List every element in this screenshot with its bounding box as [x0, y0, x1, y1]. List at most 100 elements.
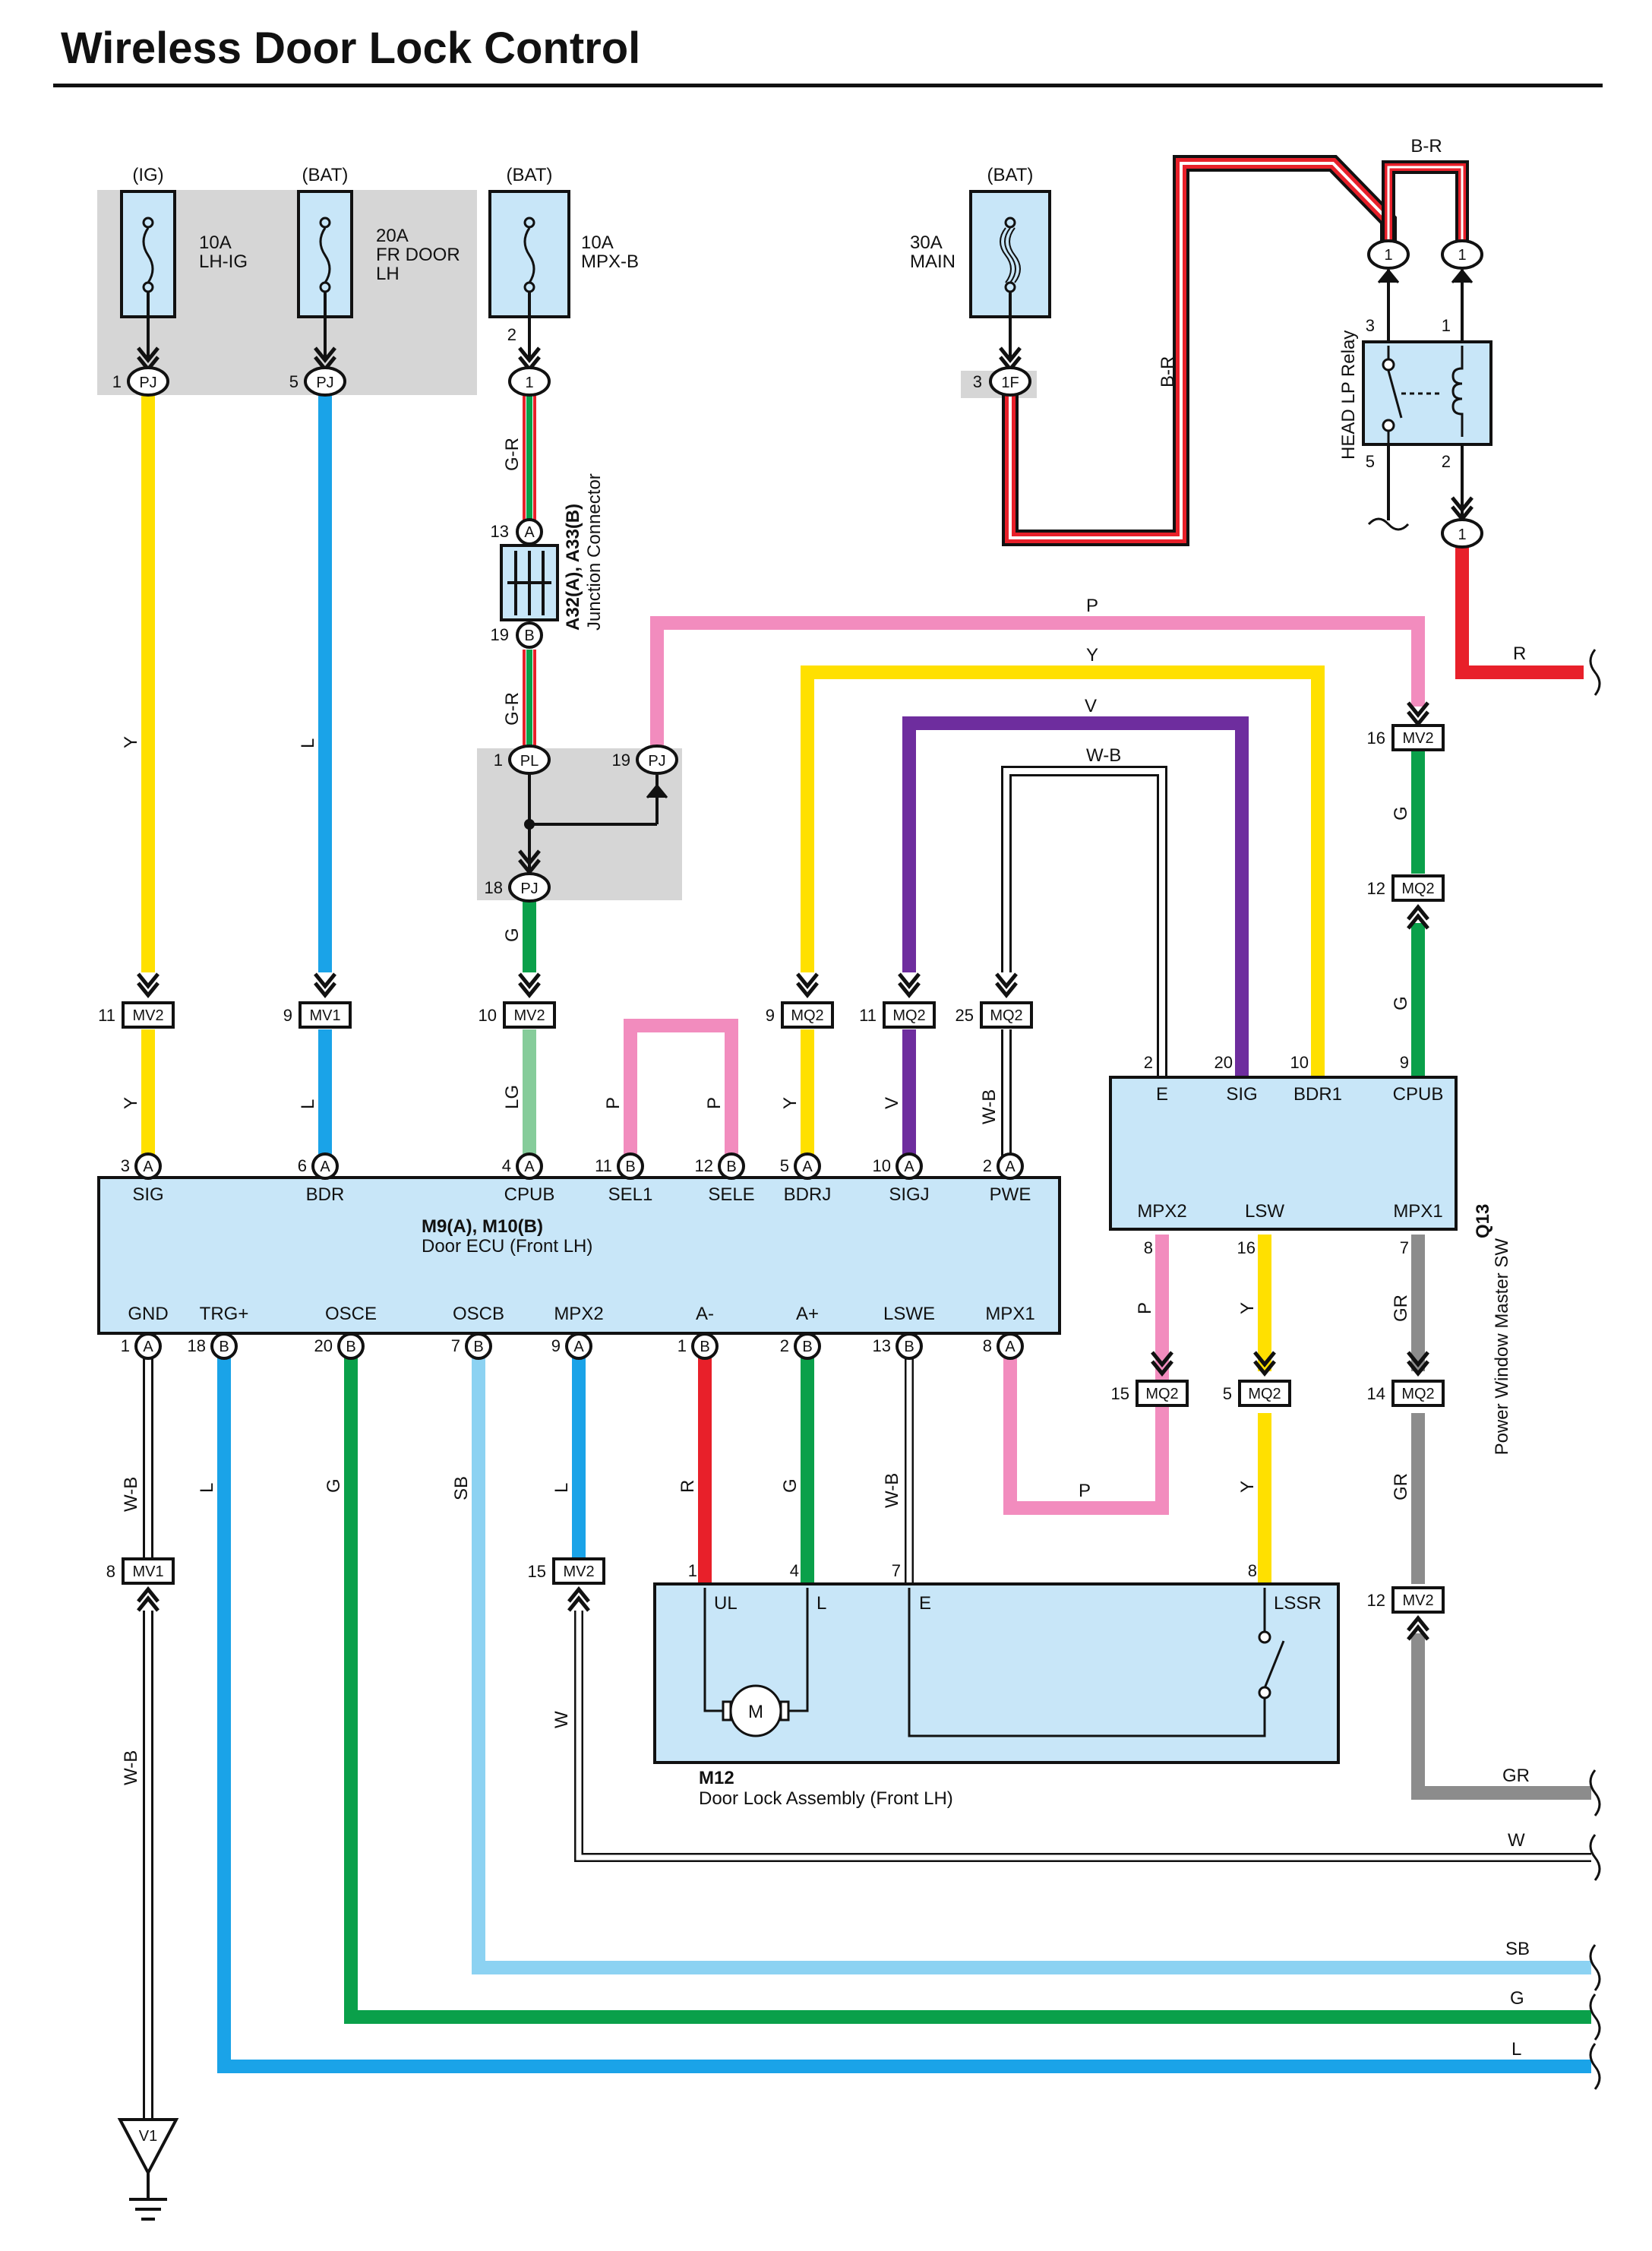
svg-text:B: B: [726, 1159, 736, 1175]
svg-text:MV2: MV2: [132, 1007, 163, 1024]
svg-text:L: L: [551, 1483, 572, 1493]
svg-text:1: 1: [112, 372, 122, 391]
svg-text:LH-IG: LH-IG: [199, 251, 248, 272]
svg-text:B: B: [700, 1339, 709, 1355]
svg-text:L: L: [197, 1483, 217, 1493]
svg-text:SEL1: SEL1: [608, 1184, 653, 1205]
svg-text:16: 16: [1367, 729, 1385, 748]
svg-text:1: 1: [1384, 247, 1392, 264]
svg-text:HEAD LP Relay: HEAD LP Relay: [1338, 330, 1359, 460]
svg-text:10: 10: [873, 1156, 891, 1175]
svg-text:5: 5: [1223, 1384, 1232, 1403]
svg-text:SB: SB: [451, 1476, 472, 1500]
svg-text:20: 20: [1215, 1053, 1233, 1072]
svg-text:E: E: [919, 1593, 931, 1614]
svg-text:L: L: [298, 738, 318, 748]
page-title: Wireless Door Lock Control: [61, 24, 641, 73]
svg-text:1: 1: [525, 375, 533, 391]
svg-text:LH: LH: [376, 264, 400, 284]
svg-text:25: 25: [956, 1006, 974, 1025]
svg-text:1: 1: [1458, 526, 1466, 543]
svg-text:2: 2: [507, 325, 516, 344]
svg-text:G: G: [324, 1478, 344, 1493]
svg-text:8: 8: [106, 1562, 115, 1581]
svg-text:Power Window Master SW: Power Window Master SW: [1492, 1238, 1512, 1456]
ecu-pin-a: A-B1: [678, 1304, 719, 1360]
svg-text:10: 10: [1290, 1053, 1309, 1072]
svg-text:A32(A), A33(B): A32(A), A33(B): [563, 504, 583, 631]
svg-text:FR DOOR: FR DOOR: [376, 245, 460, 265]
pwsw-pin-mpx2: MPX2 8: [1137, 1201, 1186, 1257]
svg-text:G: G: [780, 1478, 801, 1493]
svg-text:MQ2: MQ2: [892, 1007, 925, 1024]
junction-connector: A 13 B 19 A32(A), A33(B) Junction Connec…: [491, 473, 605, 649]
svg-text:12: 12: [1367, 879, 1385, 898]
svg-text:A: A: [143, 1159, 153, 1175]
svg-text:MQ2: MQ2: [1401, 880, 1434, 897]
svg-text:B-R: B-R: [1410, 136, 1442, 156]
svg-text:1: 1: [1442, 316, 1451, 335]
svg-text:(BAT): (BAT): [507, 165, 553, 185]
svg-text:1F: 1F: [1001, 375, 1019, 391]
svg-text:MPX1: MPX1: [985, 1304, 1034, 1324]
svg-text:7: 7: [451, 1336, 460, 1355]
svg-text:A+: A+: [796, 1304, 819, 1324]
svg-text:G: G: [502, 928, 523, 942]
svg-text:11: 11: [595, 1156, 612, 1175]
svg-text:V: V: [882, 1097, 902, 1109]
svg-text:UL: UL: [714, 1593, 738, 1614]
svg-text:GR: GR: [1391, 1295, 1411, 1322]
svg-text:W-B: W-B: [1086, 745, 1121, 766]
svg-text:SIGJ: SIGJ: [889, 1184, 929, 1205]
svg-text:P: P: [1086, 596, 1098, 616]
svg-text:MV2: MV2: [563, 1563, 594, 1580]
ecu-bottom-pins: GNDA1TRG+B18OSCEB20OSCBB7MPX2A9A-B1A+B2L…: [121, 1304, 1035, 1360]
svg-text:9: 9: [283, 1006, 292, 1025]
svg-text:L: L: [817, 1593, 826, 1614]
fuse-main: (BAT) 30A MAIN: [910, 165, 1051, 357]
svg-text:Door ECU (Front LH): Door ECU (Front LH): [422, 1236, 592, 1257]
svg-text:18: 18: [485, 878, 503, 897]
svg-text:GR: GR: [1391, 1473, 1411, 1500]
svg-text:B: B: [219, 1339, 229, 1355]
svg-text:4: 4: [790, 1561, 799, 1580]
wire-color-labels: Y L G-R G-R G Y L LG P P Y V W-B P Y V W…: [121, 438, 1530, 2060]
svg-text:TRG+: TRG+: [200, 1304, 249, 1324]
svg-text:12: 12: [1367, 1591, 1385, 1610]
svg-text:L: L: [1511, 2039, 1521, 2060]
svg-text:MQ2: MQ2: [791, 1007, 823, 1024]
svg-text:5: 5: [1366, 452, 1375, 471]
svg-text:MPX2: MPX2: [1137, 1201, 1186, 1222]
svg-text:B: B: [473, 1339, 483, 1355]
svg-text:PL: PL: [520, 753, 539, 770]
svg-text:13: 13: [491, 522, 509, 541]
svg-text:B: B: [802, 1339, 812, 1355]
svg-text:W-B: W-B: [979, 1089, 1000, 1124]
svg-text:3: 3: [1366, 316, 1375, 335]
svg-text:19: 19: [612, 751, 630, 770]
svg-text:LSW: LSW: [1245, 1201, 1284, 1222]
svg-text:1: 1: [494, 751, 503, 770]
svg-text:GR: GR: [1502, 1766, 1530, 1786]
ecu-top-pins: A3SIGA6BDRA4CPUBB11SEL1B12SELEA5BDRJA10S…: [121, 1152, 1031, 1205]
svg-text:8: 8: [1144, 1238, 1153, 1257]
power-window-master-switch: Q13 Power Window Master SW: [1109, 1076, 1512, 1456]
ecu-pin-a: A+ B2: [780, 1304, 821, 1360]
svg-text:W-B: W-B: [882, 1473, 902, 1508]
svg-text:Junction Connector: Junction Connector: [584, 473, 605, 631]
svg-text:2: 2: [780, 1336, 789, 1355]
svg-text:2: 2: [983, 1156, 992, 1175]
head-lp-relay: 1 1 3 1 5 2 1 HEAD LP Relay B-R B-R: [1158, 136, 1492, 549]
svg-text:CPUB: CPUB: [1393, 1084, 1444, 1105]
svg-text:PJ: PJ: [316, 375, 333, 391]
svg-text:8: 8: [1248, 1561, 1257, 1580]
svg-text:GND: GND: [128, 1304, 168, 1324]
